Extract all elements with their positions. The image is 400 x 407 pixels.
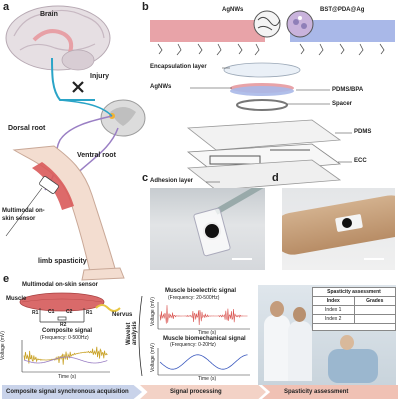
muscle-shape (19, 292, 105, 312)
table-row-2: Index 2 (313, 315, 355, 323)
spasticity-table: Spasticity assessment Index Grades Index… (312, 287, 396, 331)
pdms-bpa-label: PDMS/BPA (332, 87, 364, 93)
table-row-1: Index 1 (313, 306, 355, 314)
biomech-signal-plot (157, 348, 250, 376)
panel-b-label: b (142, 1, 149, 13)
composite-title: Composite signal (42, 328, 93, 334)
muscle-label: Muscle (6, 296, 27, 302)
biomech-title: Muscle biomechanical signal (163, 336, 246, 342)
r1a-label: R1 (32, 310, 39, 316)
panel-e-label: e (3, 273, 10, 285)
arm-photo (282, 188, 395, 270)
bst-top-label: BST@PDA@Ag (320, 7, 365, 13)
stage3-band (262, 385, 398, 399)
spinal-cord-section (100, 99, 146, 137)
stage1-band (2, 385, 142, 399)
sensor-label: Multimodal on-skin sensor (2, 208, 45, 222)
ecc-label: ECC (354, 158, 367, 164)
composite-freq: (Frequency: 0-500Hz) (40, 335, 89, 341)
bst-zoom-icon (286, 10, 314, 38)
bio-xlabel: Time (s) (198, 330, 217, 336)
bio-ylabel: Voltage (mV) (150, 297, 156, 326)
agnws-strip (150, 20, 265, 42)
dorsal-root-label: Dorsal root (8, 125, 46, 132)
ventral-root-label: Ventral root (77, 152, 116, 159)
mech-xlabel: Time (s) (198, 376, 217, 382)
agnws-top-label: AgNWs (222, 7, 244, 13)
bioelectric-signal-plot (157, 302, 250, 330)
panel-c-label: c (142, 172, 149, 184)
stage2-label: Signal processing (170, 389, 222, 395)
biomech-freq: (Frequency: 0-20Hz) (170, 342, 216, 348)
scale-bar (232, 258, 252, 260)
on-skin-sensor-icon (39, 176, 59, 194)
panel-a-label: a (3, 1, 10, 13)
bst-strip (290, 20, 395, 42)
mech-ylabel: Voltage (mV) (150, 343, 156, 372)
composite-ylabel: Voltage (mV) (0, 331, 6, 360)
agnws-layer-label: AgNWs (150, 84, 172, 90)
nerve-icon (95, 304, 121, 312)
brain-illustration (5, 5, 111, 71)
injury-label: Injury (90, 73, 110, 80)
r2-label: R2 (60, 322, 67, 328)
pdms-label: PDMS (354, 129, 372, 135)
brain-label: Brain (40, 11, 58, 18)
bioelectric-freq: (Frequency: 20-500Hz) (168, 295, 220, 301)
leg-illustration (12, 145, 125, 281)
wavelet-label: Wavelet analysis (126, 321, 138, 345)
stage3-label: Spasticity assessment (284, 389, 349, 395)
table-col-grades: Grades (366, 298, 384, 304)
c2-label: C2 (66, 309, 73, 315)
c1-label: C1 (48, 309, 55, 315)
spacer-label: Spacer (332, 101, 353, 107)
adhesion-label: Adhesion layer (150, 178, 194, 184)
bioelectric-title: Muscle bioelectric signal (165, 288, 237, 294)
table-title: Spasticity assessment (313, 288, 395, 297)
table-col-index: Index (313, 297, 355, 305)
composite-signal-plot (21, 340, 110, 373)
panel-d-label: d (272, 172, 279, 184)
stage2-band (140, 385, 266, 399)
agnws-zoom-icon (253, 10, 281, 38)
e-title: Multimodal on-skin sensor (22, 282, 99, 288)
composite-xlabel: Time (s) (58, 374, 77, 380)
sensor-photo (150, 188, 265, 270)
limb-spasticity-label: limb spasticity (38, 258, 87, 265)
stage1-label: Composite signal synchronous acquisition (6, 389, 129, 395)
scale-bar-d (364, 258, 384, 260)
r1b-label: R1 (86, 310, 93, 316)
encapsulation-label: Encapsulation layer (150, 64, 207, 70)
nervus-label: Nervus (112, 312, 133, 318)
